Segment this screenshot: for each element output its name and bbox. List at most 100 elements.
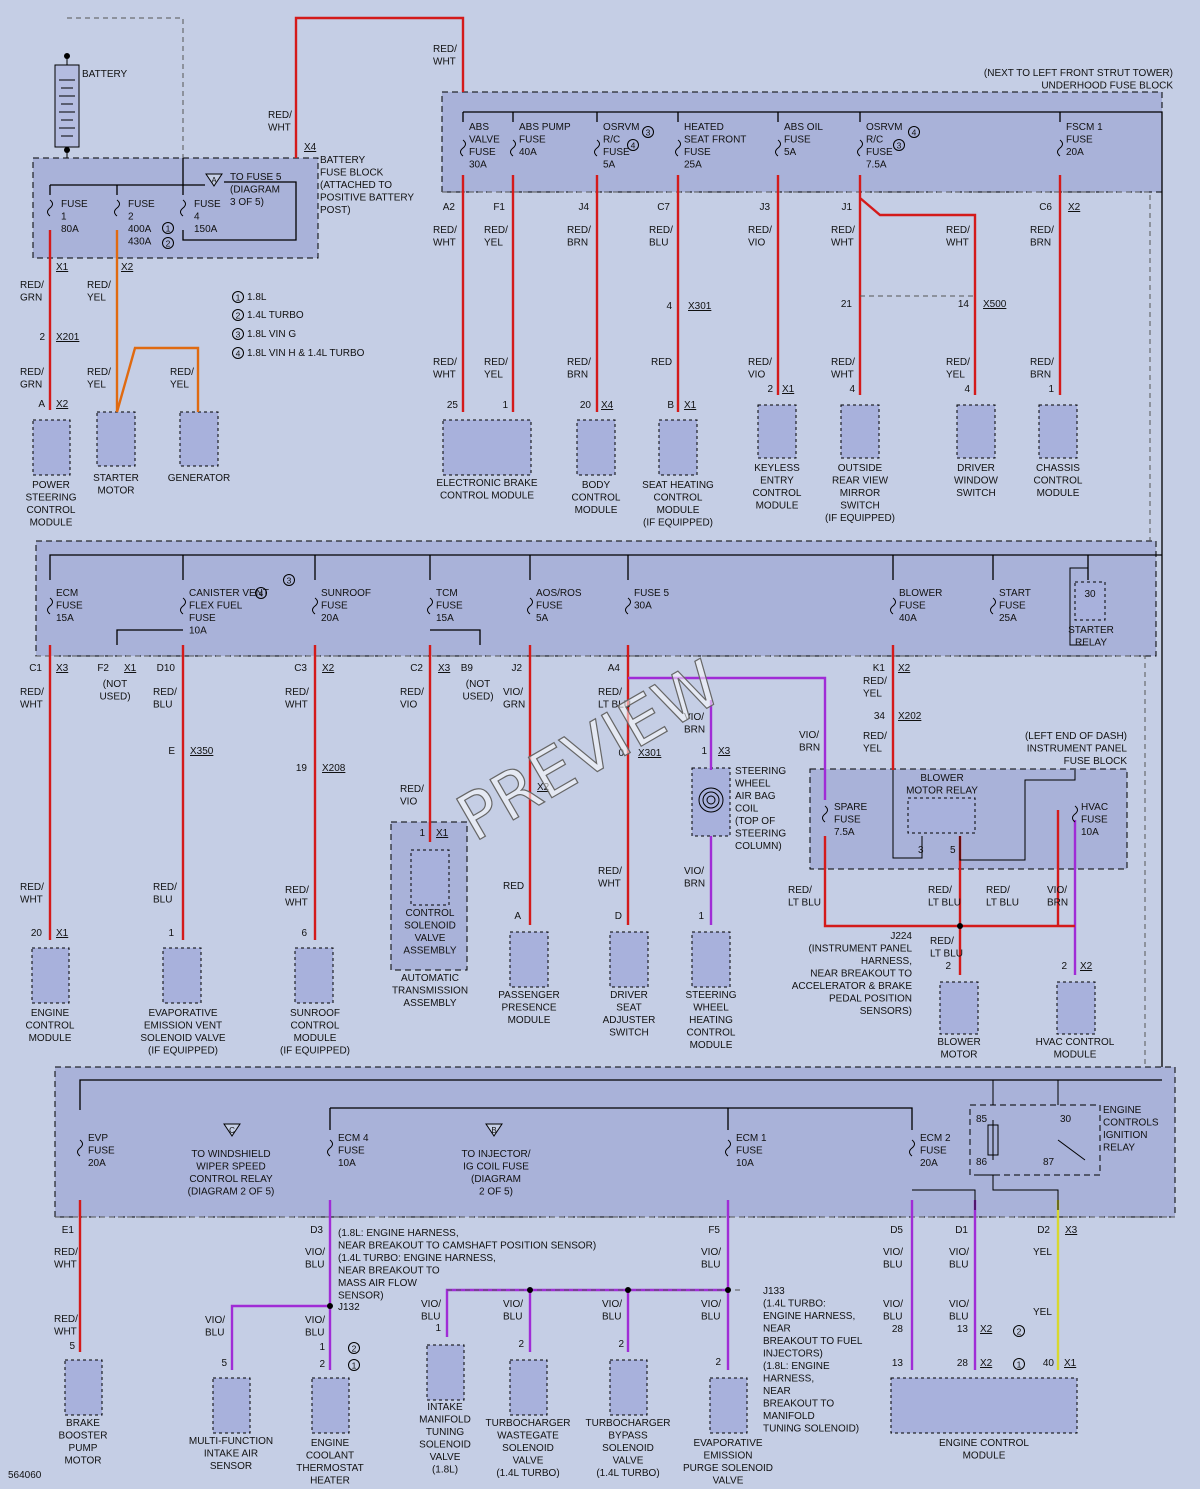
pin-c6: C6 — [1039, 202, 1052, 213]
wiper-ref-marker: C — [229, 1126, 235, 1135]
fuse-icon — [625, 597, 631, 615]
wire-top-lower-2: RED/BRN — [567, 357, 591, 381]
engine-relay-pin87: 87 — [1043, 1157, 1055, 1168]
figure-id: 564060 — [8, 1470, 42, 1481]
conn-x1-ecm: X1 — [56, 928, 69, 939]
fuse-icon — [180, 199, 186, 217]
legend-num-4-circle — [232, 347, 244, 359]
legend-num-1: 1 — [236, 293, 241, 303]
fuse-icon — [427, 597, 433, 615]
fuse-icon — [77, 1139, 83, 1157]
conn-x1-a: X1 — [56, 262, 69, 273]
conn-x2-ecm-13: X2 — [980, 1324, 993, 1335]
fuse-icon — [327, 1139, 333, 1157]
conn-x301-top: X301 — [688, 301, 712, 312]
wire-mid-lower-0: RED/WHT — [20, 882, 44, 906]
pin-top-comp-5: 4 — [849, 384, 855, 395]
thermostat-variant-1-circle — [348, 1359, 360, 1371]
fuse-icon — [675, 139, 681, 157]
ecm-variant-1-circle — [1013, 1358, 1025, 1370]
pin-c2: C2 — [410, 663, 423, 674]
pin-bot-3: 2 — [319, 1359, 325, 1370]
wiper-ref-marker-triangle — [223, 1123, 241, 1137]
fuse2-variant-2: 2 — [166, 239, 171, 249]
pin-bot-11: 28 — [957, 1358, 969, 1369]
wire-bot-8: VIO/BLU — [305, 1315, 325, 1339]
wire-bot-13: VIO/BLU — [883, 1299, 903, 1323]
pin-mid-comp-6: 2 — [945, 961, 951, 972]
fuse2-variant-1: 1 — [166, 224, 171, 234]
wire-top-lower-3: RED — [651, 357, 672, 368]
pin-c3: C3 — [294, 663, 307, 674]
pin-mid-comp-5: 1 — [698, 911, 704, 922]
wire-mid-upper-7: VIO/BRN — [684, 712, 705, 736]
pin-c1: C1 — [29, 663, 42, 674]
j132-label: J132 — [338, 1302, 360, 1313]
thermostat-variant-1: 1 — [352, 1361, 357, 1371]
conn-x2-ecm-28: X2 — [980, 1358, 993, 1369]
conn-x2-hvac: X2 — [1080, 961, 1093, 972]
pin-mid-comp-3: A — [514, 911, 521, 922]
fuse-icon — [114, 199, 120, 217]
wire-red-yel-c: RED/YEL — [170, 367, 194, 391]
pin-j1: J1 — [841, 202, 852, 213]
pin-top-comp-1: 1 — [502, 400, 508, 411]
pin-a-ps: A — [38, 399, 45, 410]
canister-variant-4-circle — [255, 587, 267, 599]
wire-top-upper-5: RED/WHT — [831, 225, 855, 249]
conn-x1-solenoid: X1 — [436, 828, 449, 839]
conn-x1-f2: X1 — [124, 663, 137, 674]
conn-x2-ps: X2 — [56, 399, 69, 410]
fuse-icon — [47, 199, 53, 217]
conn-x500: X500 — [983, 299, 1007, 310]
pin-mid-comp-4: D — [615, 911, 622, 922]
generator-label: GENERATOR — [168, 473, 230, 484]
wire-mid-upper-3: RED/VIO — [400, 687, 424, 711]
pin-x301-top: 4 — [666, 301, 672, 312]
wire-mid-lower-1: RED/BLU — [153, 882, 177, 906]
wire-top-upper-7: RED/BRN — [1030, 225, 1054, 249]
conn-x4-bcm: X4 — [601, 400, 614, 411]
pin-k1: K1 — [873, 663, 886, 674]
osrvm-variant-4-circle — [627, 139, 639, 151]
wire-mid-lower-2: RED/WHT — [285, 885, 309, 909]
thermostat-variant-2: 2 — [352, 1344, 357, 1354]
wire-bot-7: VIO/BLU — [205, 1315, 225, 1339]
underhood-fuse-block-top — [441, 91, 1163, 193]
wire-red-wht-batt: RED/WHT — [268, 110, 292, 134]
legend-num-1-circle — [232, 291, 244, 303]
conn-x2-j2: X2 — [537, 782, 550, 793]
conn-x2-k1: X2 — [898, 663, 911, 674]
wire-bot-4: VIO/BLU — [949, 1247, 969, 1271]
legend-text-4: 1.8L VIN H & 1.4L TURBO — [247, 348, 365, 359]
starter-relay-pin: 30 — [1084, 589, 1096, 600]
thermostat-variant-2-circle — [348, 1342, 360, 1354]
wire-bot-11: VIO/BLU — [602, 1299, 622, 1323]
pin-top-comp-6: 4 — [964, 384, 970, 395]
conn-x1-keyless: X1 — [782, 384, 795, 395]
fuse-icon — [909, 1139, 915, 1157]
wire-top-upper-6: RED/WHT — [946, 225, 970, 249]
